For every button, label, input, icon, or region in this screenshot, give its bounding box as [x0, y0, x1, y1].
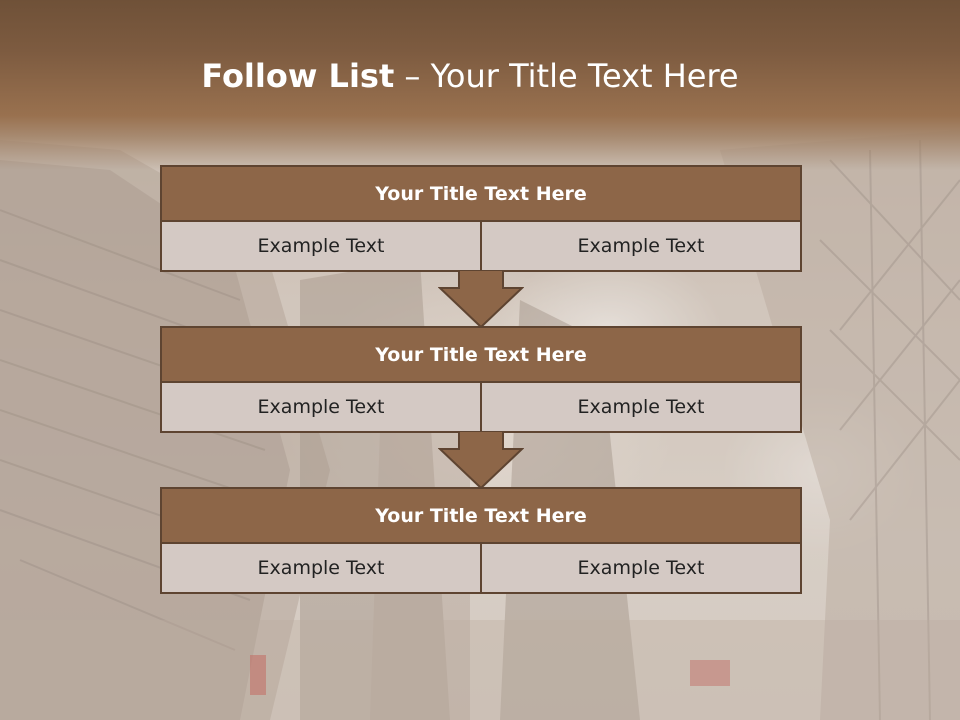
down-arrow-icon: [438, 270, 524, 328]
flow-box-3-heading: Your Title Text Here: [160, 487, 802, 544]
slide-title-bold: Follow List: [201, 57, 395, 95]
header-band: [0, 0, 960, 170]
down-arrow-icon: [438, 431, 524, 489]
flow-box-2: Your Title Text Here Example Text Exampl…: [160, 326, 802, 433]
flow-box-1-row: Example Text Example Text: [160, 222, 802, 272]
flow-box-1-heading: Your Title Text Here: [160, 165, 802, 222]
flow-box-1: Your Title Text Here Example Text Exampl…: [160, 165, 802, 272]
flow-box-3-row: Example Text Example Text: [160, 544, 802, 594]
flow-box-3: Your Title Text Here Example Text Exampl…: [160, 487, 802, 594]
slide-title: Follow List – Your Title Text Here: [0, 52, 940, 100]
flow-box-2-left-text: Example Text: [160, 383, 482, 433]
flow-box-2-right-text: Example Text: [482, 383, 802, 433]
flow-box-2-heading: Your Title Text Here: [160, 326, 802, 383]
flow-box-1-left-text: Example Text: [160, 222, 482, 272]
flow-box-3-left-text: Example Text: [160, 544, 482, 594]
flow-box-2-row: Example Text Example Text: [160, 383, 802, 433]
flow-box-3-right-text: Example Text: [482, 544, 802, 594]
slide-title-rest: – Your Title Text Here: [394, 57, 739, 95]
flow-box-1-right-text: Example Text: [482, 222, 802, 272]
